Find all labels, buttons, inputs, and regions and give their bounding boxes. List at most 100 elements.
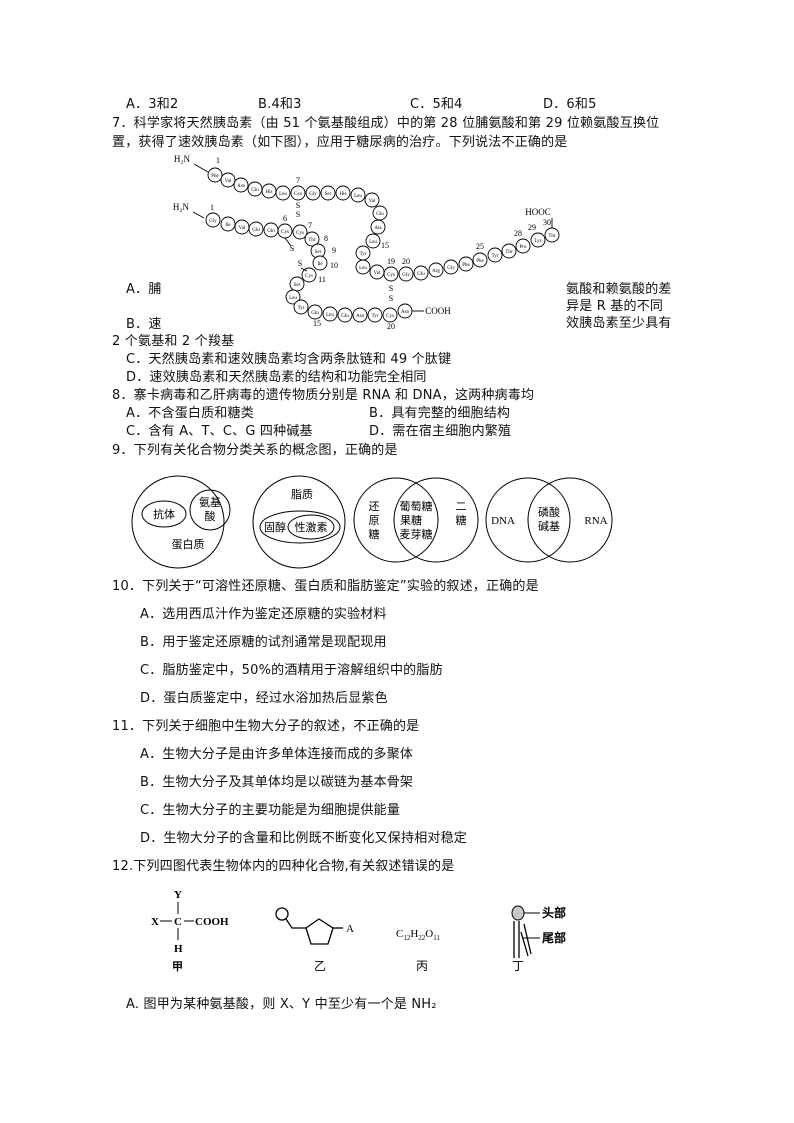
q8-option-a: A．不含蛋白质和糖类 bbox=[126, 406, 254, 421]
svg-text:Thr: Thr bbox=[548, 234, 556, 239]
q7-option-a-left: A．脯 bbox=[126, 282, 162, 297]
q8-option-b: B．具有完整的细胞结构 bbox=[369, 406, 511, 421]
q10-option-d: D．蛋白质鉴定中，经过水浴加热后显紫色 bbox=[140, 691, 388, 706]
svg-text:H₂N: H₂N bbox=[173, 202, 190, 212]
svg-text:S: S bbox=[296, 210, 300, 219]
svg-text:RNA: RNA bbox=[584, 515, 607, 527]
svg-text:Val: Val bbox=[374, 271, 381, 276]
svg-text:Glu: Glu bbox=[311, 311, 319, 316]
svg-text:S: S bbox=[298, 259, 302, 268]
svg-text:Phe: Phe bbox=[462, 263, 470, 268]
svg-text:1: 1 bbox=[216, 156, 220, 165]
d1-inner-2a: 氨基 bbox=[199, 496, 221, 509]
svg-text:Ser: Ser bbox=[325, 192, 332, 197]
svg-text:Glu: Glu bbox=[252, 228, 260, 233]
svg-text:28: 28 bbox=[514, 229, 522, 238]
svg-text:7: 7 bbox=[308, 221, 312, 230]
svg-text:尾部: 尾部 bbox=[542, 930, 566, 945]
d1-inner-1: 抗体 bbox=[153, 507, 175, 521]
svg-text:C: C bbox=[174, 916, 182, 928]
svg-text:His: His bbox=[340, 192, 347, 197]
svg-text:Leu: Leu bbox=[354, 194, 362, 199]
svg-text:S: S bbox=[389, 294, 393, 303]
svg-text:25: 25 bbox=[476, 242, 484, 251]
svg-text:His: His bbox=[266, 190, 273, 195]
svg-text:乙: 乙 bbox=[314, 959, 326, 973]
svg-text:头部: 头部 bbox=[542, 905, 566, 920]
svg-text:磷酸: 磷酸 bbox=[538, 505, 560, 519]
svg-text:Ser: Ser bbox=[315, 250, 322, 255]
svg-text:Cys: Cys bbox=[386, 314, 394, 319]
svg-text:1: 1 bbox=[210, 203, 214, 212]
svg-text:Phe: Phe bbox=[211, 174, 219, 179]
d1-outer: 蛋白质 bbox=[172, 537, 205, 551]
svg-text:果糖: 果糖 bbox=[400, 513, 422, 527]
q11-stem: 11．下列关于细胞中生物大分子的叙述，不正确的是 bbox=[112, 719, 420, 734]
svg-text:Cys: Cys bbox=[296, 231, 304, 236]
svg-text:Val: Val bbox=[225, 179, 232, 184]
svg-text:Cys: Cys bbox=[281, 230, 289, 235]
svg-text:Ile: Ile bbox=[225, 223, 231, 228]
svg-text:Gly: Gly bbox=[209, 219, 217, 224]
d1-inner-2b: 酸 bbox=[205, 509, 216, 523]
svg-text:Leu: Leu bbox=[279, 192, 287, 197]
svg-text:Lys: Lys bbox=[534, 239, 541, 244]
svg-text:11: 11 bbox=[318, 275, 326, 284]
svg-text:Val: Val bbox=[369, 199, 376, 204]
svg-text:DNA: DNA bbox=[491, 515, 515, 527]
q10-stem: 10．下列关于“可溶性还原糖、蛋白质和脂肪鉴定”实验的叙述，正确的是 bbox=[112, 579, 539, 594]
svg-text:丙: 丙 bbox=[416, 959, 428, 973]
q6-option-d: D．6和5 bbox=[543, 97, 597, 112]
q12-stem: 12.下列四图代表生物体内的四种化合物,有关叙述错误的是 bbox=[112, 859, 455, 874]
svg-text:Cys: Cys bbox=[387, 273, 395, 278]
svg-text:6: 6 bbox=[283, 214, 287, 223]
svg-text:Phe: Phe bbox=[476, 259, 484, 264]
svg-text:Ala: Ala bbox=[374, 226, 382, 231]
q7-option-c: C．天然胰岛素和速效胰岛素均含两条肽链和 49 个肽键 bbox=[126, 352, 452, 367]
svg-text:Arg: Arg bbox=[432, 269, 440, 274]
svg-text:COOH: COOH bbox=[425, 306, 451, 316]
svg-text:X: X bbox=[151, 916, 159, 928]
q10-option-a: A．选用西瓜汁作为鉴定还原糖的实验材料 bbox=[140, 607, 387, 622]
svg-text:10: 10 bbox=[330, 261, 338, 270]
svg-text:Glu: Glu bbox=[341, 314, 349, 319]
q10-option-b: B．用于鉴定还原糖的试剂通常是现配现用 bbox=[140, 635, 387, 650]
svg-text:Gly: Gly bbox=[447, 266, 455, 271]
svg-text:还: 还 bbox=[369, 500, 380, 513]
q11-option-a: A．生物大分子是由许多单体连接而成的多聚体 bbox=[140, 747, 414, 762]
svg-text:碱基: 碱基 bbox=[538, 520, 560, 533]
d2-outer: 脂质 bbox=[291, 487, 313, 501]
d2-inner: 性激素 bbox=[295, 520, 328, 534]
svg-text:原: 原 bbox=[369, 515, 380, 527]
svg-text:Asn: Asn bbox=[401, 310, 410, 315]
svg-text:Cys: Cys bbox=[294, 192, 302, 197]
svg-text:甲: 甲 bbox=[172, 960, 183, 973]
svg-text:S: S bbox=[296, 201, 300, 210]
svg-text:Leu: Leu bbox=[369, 240, 377, 245]
svg-text:Val: Val bbox=[239, 226, 246, 231]
q9-stem: 9．下列有关化合物分类关系的概念图，正确的是 bbox=[112, 443, 398, 458]
q7-stem-line1: 7．科学家将天然胰岛素（由 51 个氨基酸组成）中的第 28 位脯氨酸和第 29… bbox=[112, 116, 660, 131]
svg-text:Asn: Asn bbox=[237, 184, 246, 189]
svg-text:Thr: Thr bbox=[505, 250, 513, 255]
svg-text:COOH: COOH bbox=[195, 916, 229, 928]
svg-text:19: 19 bbox=[387, 257, 395, 266]
svg-text:Gln: Gln bbox=[267, 229, 275, 234]
svg-text:15: 15 bbox=[381, 241, 389, 250]
q11-option-c: C．生物大分子的主要功能是为细胞提供能量 bbox=[140, 803, 401, 818]
svg-text:Gly: Gly bbox=[402, 273, 410, 278]
svg-text:葡萄糖: 葡萄糖 bbox=[400, 499, 433, 513]
svg-text:15: 15 bbox=[313, 319, 321, 328]
svg-text:二: 二 bbox=[456, 501, 467, 513]
q7-option-a-right: 氨酸和赖氨酸的差 bbox=[566, 282, 672, 297]
svg-text:Tyr: Tyr bbox=[492, 254, 499, 259]
d2-middle: 固醇 bbox=[264, 520, 286, 534]
svg-text:A: A bbox=[346, 923, 354, 935]
svg-text:Leu: Leu bbox=[359, 266, 367, 271]
q6-option-b: B.4和3 bbox=[258, 97, 302, 112]
q12-compound-figures: Y X C COOH H 甲 A 乙 C12H22O11 丙 头部 尾部 丁 bbox=[151, 889, 566, 973]
q8-option-d: D．需在宿主细胞内繁殖 bbox=[369, 424, 512, 439]
q11-option-d: D．生物大分子的含量和比例既不断变化又保持相对稳定 bbox=[140, 831, 468, 846]
q7-option-b-right: 效胰岛素至少具有 bbox=[566, 316, 672, 331]
